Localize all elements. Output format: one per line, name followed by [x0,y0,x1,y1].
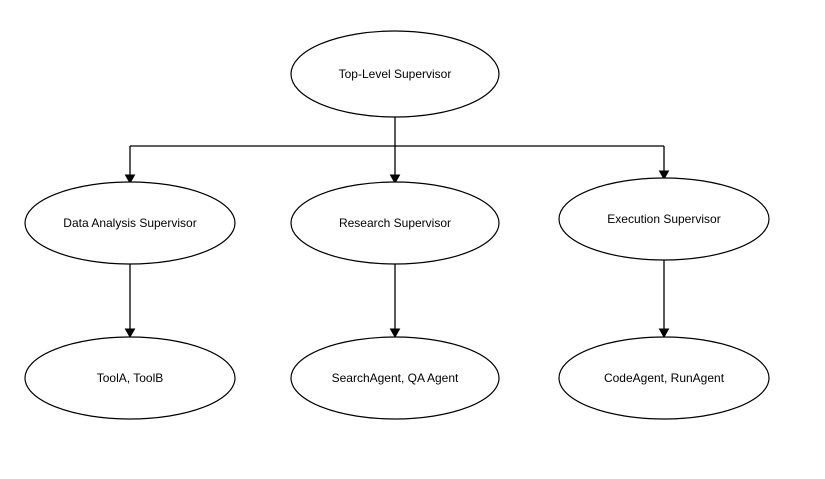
node-search-qa: SearchAgent, QA Agent [290,336,500,420]
node-code-run: CodeAgent, RunAgent [558,336,770,420]
node-shape-search-qa [290,336,500,420]
node-shape-data-analysis [24,181,236,265]
node-shape-tools [24,336,236,420]
node-tools: ToolA, ToolB [24,336,236,420]
node-label-top-level: Top-Level Supervisor [339,67,452,81]
node-data-analysis-supervisor: Data Analysis Supervisor [24,181,236,265]
edge-top-to-branch-bus [130,117,664,147]
node-research-supervisor: Research Supervisor [290,181,500,265]
node-shape-execution [558,177,770,261]
node-label-research: Research Supervisor [339,216,451,230]
node-top-level-supervisor: Top-Level Supervisor [290,30,500,118]
arrowhead-code-run [658,328,670,339]
node-label-search-qa: SearchAgent, QA Agent [332,371,459,385]
edges [124,117,670,339]
node-label-execution: Execution Supervisor [607,212,720,226]
arrowhead-data-analysis [124,174,136,185]
node-shape-top-level [290,30,500,118]
node-shape-code-run [558,336,770,420]
arrowhead-execution [658,170,670,181]
node-label-code-run: CodeAgent, RunAgent [604,371,725,385]
arrowhead-tools [124,328,136,339]
node-execution-supervisor: Execution Supervisor [558,177,770,261]
node-label-data-analysis: Data Analysis Supervisor [63,216,196,230]
node-label-tools: ToolA, ToolB [97,371,164,385]
node-shape-research [290,181,500,265]
arrowhead-research [389,174,401,185]
arrowhead-search-qa [389,328,401,339]
